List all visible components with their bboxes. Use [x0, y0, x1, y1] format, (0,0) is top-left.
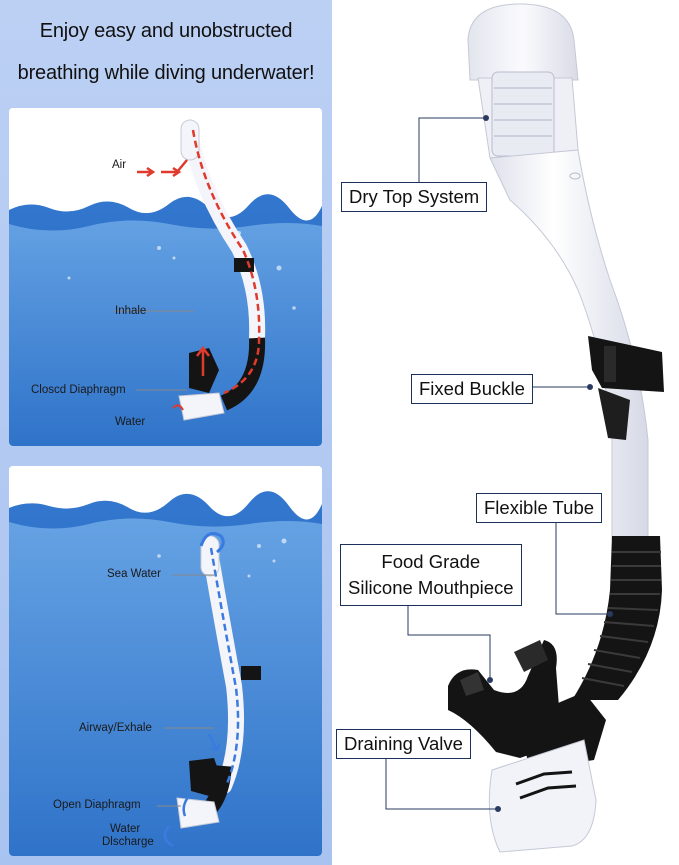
- exhale-scene-illustration: [9, 466, 322, 856]
- airway-exhale-label: Airway/Exhale: [79, 722, 152, 734]
- inhale-scene-illustration: [9, 108, 322, 446]
- mouthpiece-callout-line2: Silicone Mouthpiece: [348, 577, 514, 598]
- flexible-tube: [572, 536, 662, 700]
- mouthpiece-callout: Food Grade Silicone Mouthpiece: [340, 544, 522, 606]
- flexible-tube-callout: Flexible Tube: [476, 493, 603, 523]
- water-surface: [9, 194, 322, 446]
- left-info-panel: Enjoy easy and unobstructed breathing wh…: [0, 0, 332, 865]
- sea-water-label: Sea Water: [107, 568, 161, 580]
- air-label: Air: [112, 159, 127, 171]
- exhale-scene: Sea Water Airway/Exhale Open Diaphragm W…: [9, 466, 322, 856]
- closed-diaphragm-label: Closcd Diaphragm: [31, 384, 126, 396]
- fixed-buckle-callout: Fixed Buckle: [411, 374, 533, 404]
- fixed-buckle: [588, 336, 664, 440]
- inhale-scene: Air Inhale Closcd Diaphragm Water: [9, 108, 322, 446]
- headline-line-2: breathing while diving underwater!: [17, 62, 315, 84]
- water-label: Water: [115, 416, 146, 428]
- callout-leaders: [385, 117, 610, 810]
- water-surface: [9, 491, 322, 856]
- water-discharge-label-line1: Water: [110, 823, 141, 835]
- dry-top-cap: [467, 3, 579, 159]
- headline-line-1: Enjoy easy and unobstructed: [39, 20, 293, 42]
- inhale-label: Inhale: [115, 305, 147, 317]
- mouthpiece-callout-line1: Food Grade: [381, 551, 481, 572]
- water-discharge-label-line2: Dlscharge: [102, 836, 154, 848]
- open-diaphragm-label: Open Diaphragm: [53, 799, 141, 811]
- draining-valve: [488, 692, 606, 853]
- draining-valve-callout: Draining Valve: [336, 729, 471, 759]
- dry-top-system-callout: Dry Top System: [341, 182, 488, 212]
